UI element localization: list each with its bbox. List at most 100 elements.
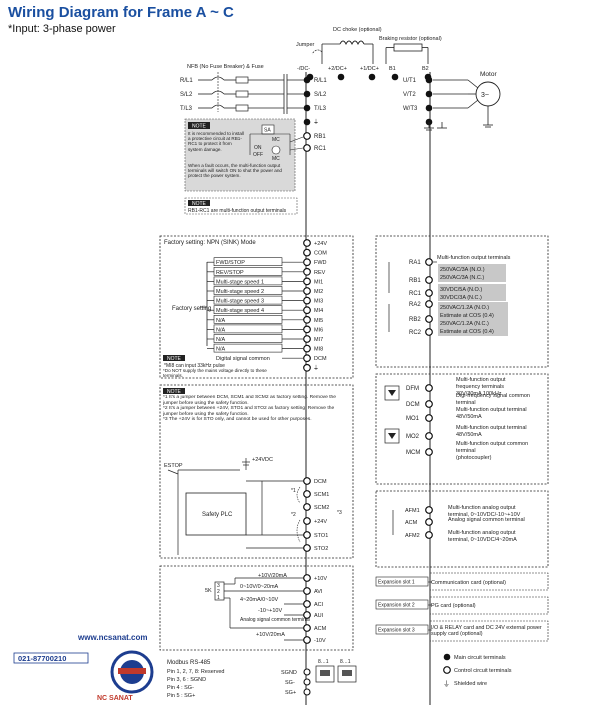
note-tag: NOTE <box>192 124 207 130</box>
pot-pin: 1 <box>217 595 220 601</box>
control-terminal-dot <box>303 335 311 343</box>
output-description: Multi-function output <box>456 377 506 383</box>
function-box <box>213 266 283 276</box>
output-description: terminal, 0~10VDC/4~20mA <box>448 537 517 543</box>
terminal-label: RC1 <box>314 146 327 152</box>
control-terminal-dot <box>303 636 311 644</box>
control-terminal-dot <box>425 328 433 336</box>
terminal-label: RA2 <box>409 302 421 308</box>
output-description: Multi-function output terminal <box>456 407 527 413</box>
control-terminal-dot <box>303 132 311 140</box>
terminal-label: RB1 <box>314 134 326 140</box>
control-terminal-dot <box>303 574 311 582</box>
pot-pin: 2 <box>217 589 220 595</box>
control-terminal-dot <box>303 239 311 247</box>
main-terminal-dot <box>391 73 399 81</box>
terminal-label: RB1 <box>409 278 421 284</box>
port-pins: 8…1 <box>340 659 351 665</box>
control-terminal-dot <box>425 276 433 284</box>
expansion-slot-box <box>375 624 429 635</box>
relay-rating: 250VAC/3A (N.O.) <box>440 267 485 273</box>
function-label: N/A <box>216 347 226 353</box>
control-terminal-dot <box>425 258 433 266</box>
modbus-pin: Pin 5 : SG+ <box>167 693 195 699</box>
analog-label: Analog signal common terminal <box>240 617 310 623</box>
function-box <box>213 305 283 315</box>
main-terminal-dot <box>425 90 433 98</box>
expansion-slot-label: Expansion slot 2 <box>378 603 415 609</box>
note-text: *Do NOT supply the mains voltage directl… <box>163 368 267 378</box>
control-terminal-dot <box>425 531 433 539</box>
control-terminal-dot <box>303 277 311 286</box>
terminal-label: DFM <box>406 386 419 392</box>
safety-marker: *2 <box>291 512 296 518</box>
modbus-terminal: SG+ <box>285 690 296 696</box>
control-terminal-dot <box>303 267 311 276</box>
control-terminal-dot <box>425 300 433 308</box>
ground-icon: ⏚ <box>313 365 319 372</box>
control-terminal-dot <box>303 611 311 619</box>
output-description: 48V/50mA <box>456 414 482 420</box>
main-terminal-dot <box>337 73 345 81</box>
relay-rating: 30VDC/3A (N.C.) <box>440 295 482 301</box>
dc-terminal-label: +2/DC+ <box>328 66 347 72</box>
output-terminals: U/T1 V/T2 W/T3 Motor 3~ <box>403 71 501 131</box>
modbus-terminal: SG- <box>285 680 295 686</box>
terminal-label: S/L2 <box>314 92 327 98</box>
port-pins: 8…1 <box>318 659 329 665</box>
analog-label: 0~10V/0~20mA <box>240 584 279 590</box>
legend: Main circuit terminals Control circuit t… <box>443 653 512 688</box>
control-terminal-dot <box>425 506 433 514</box>
terminal-label: FWD <box>314 260 327 266</box>
analog-input-section: +10V/20mA 0~10V/0~20mA 4~20mA/0~10V -10~… <box>159 565 354 651</box>
output-description: Multi-function analog output <box>448 530 516 536</box>
relay-rating: 250VAC/1.2A (N.C.) <box>440 321 489 327</box>
safety-section: NOTE *1 It's a jumper between DCM, SCM1 … <box>159 384 354 559</box>
terminal-label: STO1 <box>314 533 328 539</box>
output-description: terminal <box>456 448 476 454</box>
legend-item: Shielded wire <box>454 681 487 687</box>
main-terminal-dot <box>303 118 311 126</box>
expansion-description: Communication card (optional) <box>431 580 506 586</box>
terminal-label: MI4 <box>314 308 323 314</box>
nfb-label: NFB (No Fuse Breaker) & Fuse <box>187 64 264 70</box>
relay-label: SA <box>264 128 271 134</box>
safety-plc-box <box>185 492 247 536</box>
expansion-description: PG card (optional) <box>431 603 476 609</box>
watermark-brand: NC SANAT <box>97 695 133 702</box>
terminal-label: MI5 <box>314 318 323 324</box>
function-label: N/A <box>216 318 226 324</box>
terminal-label: AFM2 <box>405 533 420 539</box>
output-description: 48V/50mA <box>456 432 482 438</box>
estop-label: ESTOP <box>164 463 183 469</box>
output-description: Analog signal common terminal <box>448 517 525 523</box>
power-note-2: NOTE RB1-RC1 are multi-function output t… <box>184 197 298 215</box>
function-label: Multi-stage speed 4 <box>216 308 264 314</box>
dc-terminal-label: +1/DC+ <box>360 66 379 72</box>
control-terminal-dot <box>303 363 311 372</box>
function-box <box>213 334 283 343</box>
dc-terminal-label: -/DC- <box>297 66 310 72</box>
note-tag: NOTE <box>167 389 182 395</box>
watermark-phone: 021-87700210 <box>18 654 66 663</box>
control-terminal-dot <box>303 315 311 324</box>
pot-label: 5K <box>205 588 212 594</box>
output-description: terminal <box>456 400 476 406</box>
relay-label: MC <box>272 156 280 162</box>
terminal-label: +10V <box>314 576 327 582</box>
terminal-label: ACI <box>314 602 324 608</box>
terminal-label: RC1 <box>409 291 422 297</box>
control-terminal-dot <box>303 144 311 152</box>
main-terminal-dot <box>303 90 311 98</box>
modbus-pin: Pin 1, 2, 7, 8: Reserved <box>167 669 224 675</box>
expansion-description: I/O & RELAY card and DC 24V external pow… <box>431 625 542 637</box>
function-label: Digital signal common <box>216 356 270 362</box>
expansion-slot-box <box>375 599 429 610</box>
note-text: *MI8 can input 33kHz pulse <box>164 363 225 369</box>
control-terminal-dot <box>425 448 433 456</box>
terminal-label: AVI <box>314 589 323 595</box>
input-terminals: R/L1 S/L2 T/L3 ⏚ <box>303 76 327 126</box>
terminal-label: AUI <box>314 613 324 619</box>
